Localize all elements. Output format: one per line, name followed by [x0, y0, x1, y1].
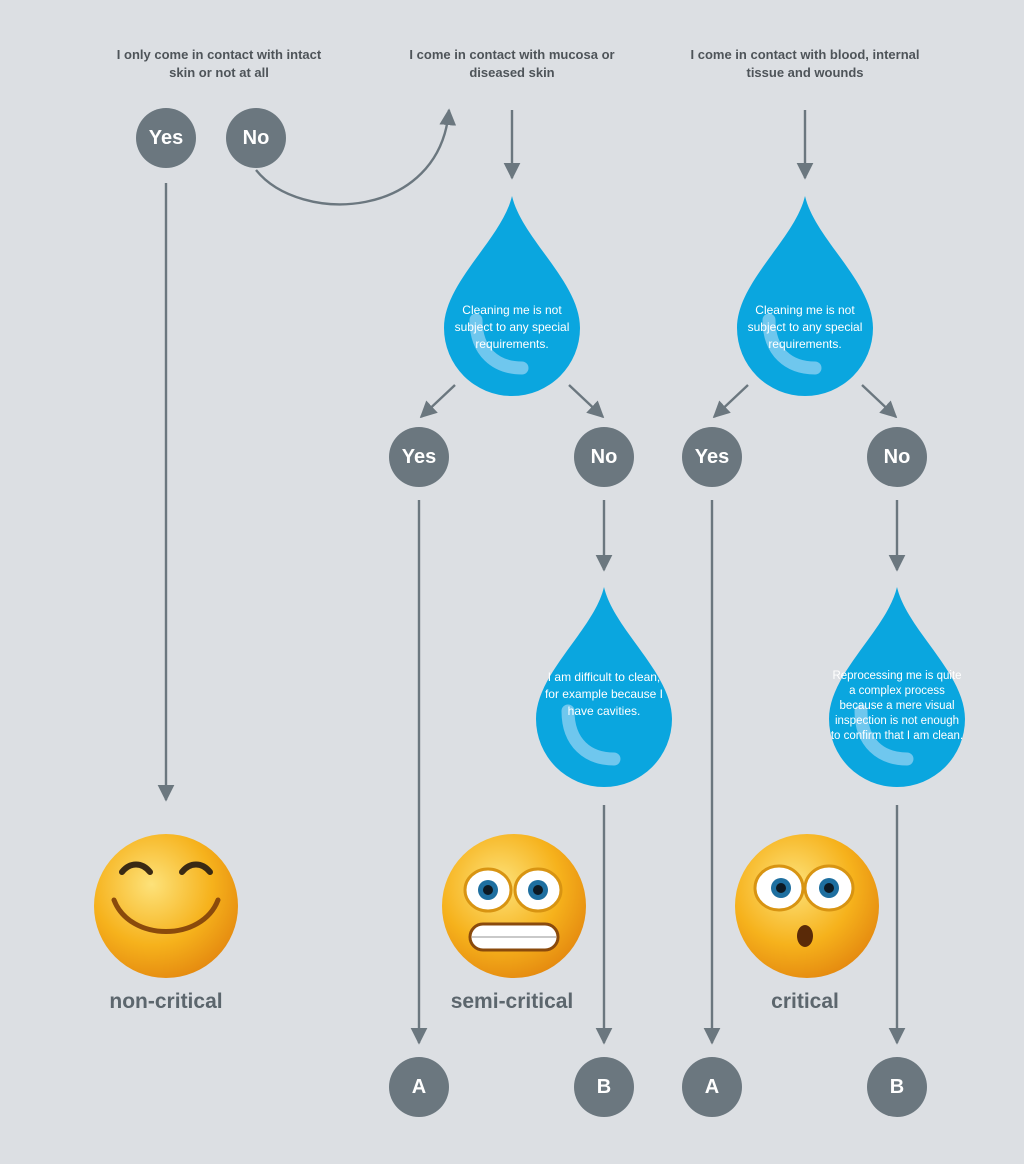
category-critical: critical: [771, 990, 839, 1013]
answer-top-yes: Yes: [136, 108, 196, 168]
drop-text-crit-cleaning: Cleaning me is not subject to any specia…: [747, 303, 863, 351]
result-semi-b: B: [574, 1057, 634, 1117]
arrow-no-to-mucosa: [255, 108, 457, 206]
drop-text-semi-cleaning: Cleaning me is not subject to any specia…: [454, 303, 570, 351]
result-crit-b: B: [867, 1057, 927, 1117]
grimacing-face-icon: [442, 834, 586, 978]
water-drop-icon: [444, 196, 580, 396]
arrow-crit-drop-to-no: [861, 384, 898, 419]
arrow-semi-drop-to-yes: [419, 384, 456, 419]
drop-text-crit-complex: Reprocessing me is quite a complex proce…: [830, 670, 964, 742]
surprised-face-icon: [735, 834, 879, 978]
water-drop-icon: [536, 587, 672, 787]
answer-crit-yes: Yes: [682, 427, 742, 487]
answer-top-no: No: [226, 108, 286, 168]
water-drop-icon: [737, 196, 873, 396]
answer-semi-no: No: [574, 427, 634, 487]
water-drop-icon: [829, 587, 965, 787]
question-mucosa: I come in contact with mucosa or disease…: [409, 47, 615, 80]
answer-semi-yes: Yes: [389, 427, 449, 487]
drop-text-semi-difficult: I am difficult to clean, for example bec…: [544, 670, 664, 718]
question-blood: I come in contact with blood, internal t…: [690, 47, 920, 80]
category-semi-critical: semi-critical: [450, 990, 574, 1013]
arrow-semi-drop-to-no: [568, 384, 605, 419]
arrow-crit-drop-to-yes: [712, 384, 749, 419]
category-non-critical: non-critical: [109, 990, 223, 1013]
smiling-face-icon: [94, 834, 238, 978]
result-crit-a: A: [682, 1057, 742, 1117]
question-intact-skin: I only come in contact with intact skin …: [116, 47, 322, 80]
result-semi-a: A: [389, 1057, 449, 1117]
answer-crit-no: No: [867, 427, 927, 487]
